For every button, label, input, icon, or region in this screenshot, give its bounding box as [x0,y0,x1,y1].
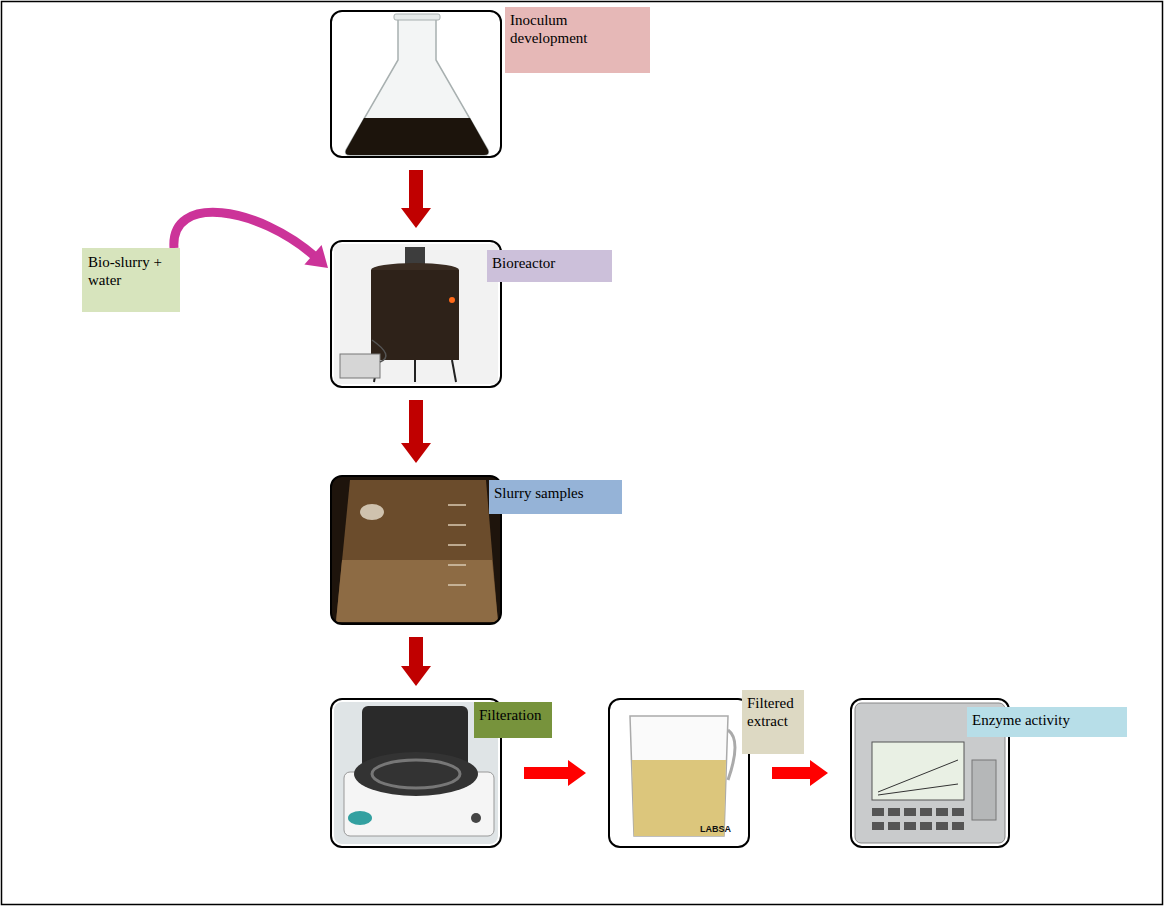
key [888,808,900,816]
flow-arrow [772,760,828,786]
flask-label [360,504,384,520]
rotor [372,760,460,788]
flask-illustration [334,14,498,155]
step-label: Filtered extract [742,690,804,754]
key [888,822,900,830]
knob [471,813,481,823]
screen-curve [878,784,958,795]
block-arrow [401,637,431,686]
graduation-mark [448,524,466,526]
graduation-mark [448,504,466,506]
input-box: Bio-slurry + water [82,248,180,312]
curved-arrow-shaft [174,212,316,257]
key [936,822,948,830]
photo-ground [334,244,498,384]
step-label: Filteration [474,702,552,738]
brand-badge [348,811,372,825]
box-text: Bio-slurry + water [82,248,180,294]
image-frame: Inoculum development [330,10,502,158]
rotor-chamber [354,752,478,796]
key [936,808,948,816]
control-box [340,354,380,378]
key [872,822,884,830]
flask-liquid [346,118,489,155]
screen-curve [878,760,958,792]
beaker-glass [630,716,728,836]
step-label: Inoculum development [505,7,650,73]
tank-leg [452,360,456,382]
block-arrow [401,170,431,228]
step-label: Enzyme activity [967,707,1127,737]
flow-arrow [524,760,586,786]
flow-arrow [401,637,431,686]
step-label: Slurry samples [489,480,622,514]
image-frame: Bioreactor [330,240,502,388]
key [872,808,884,816]
arrow-head [304,245,328,268]
instrument-screen [872,742,964,800]
beaker-handle [728,730,735,780]
slurry-liquid [336,560,498,622]
bioreactor-illustration [334,244,498,384]
outer-frame [2,2,1163,905]
key [904,822,916,830]
side-panel [972,760,996,820]
block-arrow [524,760,586,786]
block-arrow [401,400,431,463]
step-label: Bioreactor [487,250,612,282]
slurry-flask-illustration [331,476,501,624]
image-frame: Enzyme activity [850,698,1010,848]
flow-arrow [401,400,431,463]
photo-ground [331,476,501,624]
flask-glass [336,480,498,622]
photo-text: LABSA [700,824,731,834]
beaker-illustration [630,716,735,836]
image-frame: Filteration [330,698,502,848]
flask-rim [394,14,440,20]
key [920,808,932,816]
flow-arrow [401,170,431,228]
key [952,822,964,830]
key [920,822,932,830]
photo-ground [334,14,498,154]
key [904,808,916,816]
graduation-mark [448,544,466,546]
tank-body [371,270,459,360]
indicator-light [449,297,455,303]
flask-glass [346,16,489,155]
graduation-mark [448,564,466,566]
block-arrow [772,760,828,786]
tank-leg [414,360,416,382]
cable [372,340,386,362]
image-frame: Slurry samples [330,475,502,625]
graduation-mark [448,584,466,586]
key [952,808,964,816]
flow-arrow [174,212,328,268]
